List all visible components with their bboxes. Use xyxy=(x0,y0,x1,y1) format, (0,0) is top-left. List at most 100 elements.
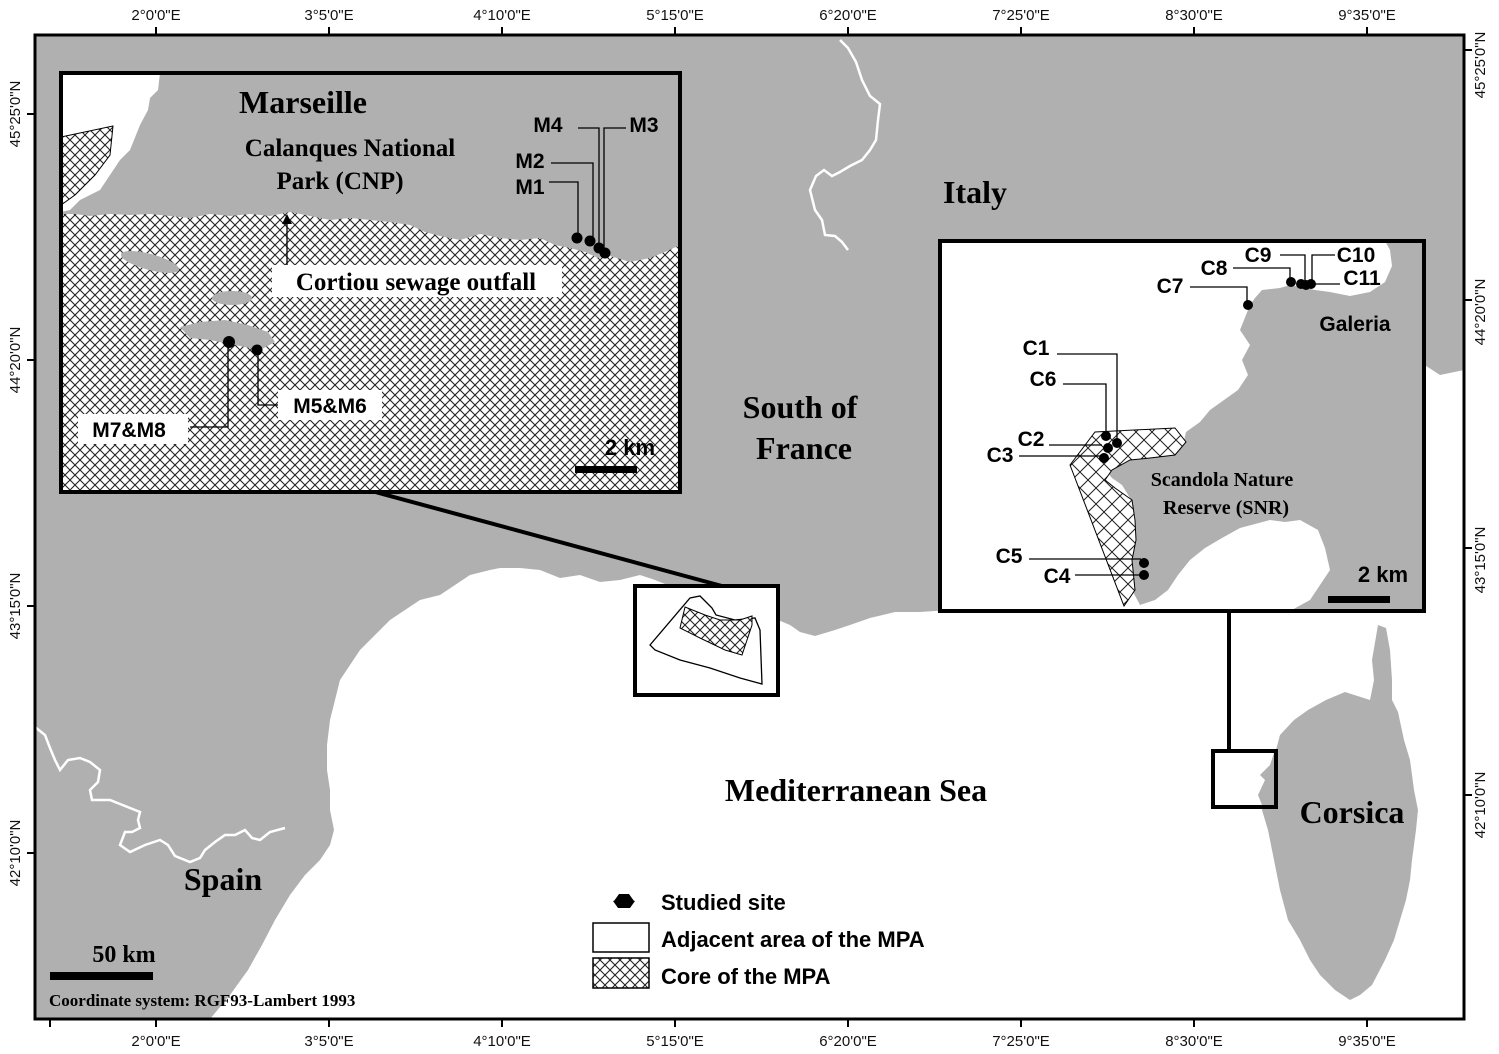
svg-text:3°5'0"E: 3°5'0"E xyxy=(304,7,353,24)
site-c2[interactable] xyxy=(1103,443,1113,453)
label-m2: M2 xyxy=(515,150,544,173)
svg-text:5°15'0"E: 5°15'0"E xyxy=(646,7,704,24)
svg-text:42°10'0"N: 42°10'0"N xyxy=(1472,772,1489,839)
svg-text:6°20'0"E: 6°20'0"E xyxy=(819,1033,877,1050)
svg-text:43°15'0"N: 43°15'0"N xyxy=(7,573,24,640)
label-c6: C6 xyxy=(1030,368,1057,391)
map-frame xyxy=(33,33,1466,1021)
inset-corsica: Galeria Scandola Nature Reserve (SNR) xyxy=(938,239,1426,613)
marseille-leader-line xyxy=(367,488,723,588)
label-corsica: Corsica xyxy=(1300,794,1405,830)
corsica-scale-label: 2 km xyxy=(1358,562,1408,587)
inset-marseille: Marseille Calanques National Park (CNP) … xyxy=(59,71,682,494)
studied-site-hexagon-icon xyxy=(614,894,634,908)
corsica-scale-bar xyxy=(1328,596,1390,603)
site-c4[interactable] xyxy=(1139,570,1149,580)
label-c2: C2 xyxy=(1018,428,1045,451)
label-m1: M1 xyxy=(515,176,544,199)
svg-text:8°30'0"E: 8°30'0"E xyxy=(1165,1033,1223,1050)
svg-text:45°25'0"N: 45°25'0"N xyxy=(7,81,24,148)
site-c7[interactable] xyxy=(1243,300,1253,310)
legend-studied-site: Studied site xyxy=(661,890,786,915)
svg-text:2°0'0"E: 2°0'0"E xyxy=(131,1033,180,1050)
legend: Studied site Adjacent area of the MPA Co… xyxy=(592,890,925,989)
svg-text:43°15'0"N: 43°15'0"N xyxy=(1472,527,1489,594)
island-riou xyxy=(180,320,275,350)
label-c10: C10 xyxy=(1337,244,1376,267)
snr-core xyxy=(1069,427,1187,608)
label-c5: C5 xyxy=(996,545,1023,568)
label-mediterranean-sea: Mediterranean Sea xyxy=(725,772,987,808)
right-axis-labels: 45°25'0"N 44°20'0"N 43°15'0"N 42°10'0"N xyxy=(1472,32,1489,839)
left-axis xyxy=(27,113,35,854)
label-italy: Italy xyxy=(943,174,1007,210)
svg-text:44°20'0"N: 44°20'0"N xyxy=(7,327,24,394)
site-c5[interactable] xyxy=(1139,558,1149,568)
site-m2[interactable] xyxy=(584,235,596,247)
svg-text:42°10'0"N: 42°10'0"N xyxy=(7,820,24,887)
marseille-scale-label: 2 km xyxy=(605,435,655,460)
label-m7-m8: M7&M8 xyxy=(92,419,166,442)
m-site-markers xyxy=(571,232,611,259)
snr-label-1: Scandola Nature xyxy=(1151,469,1294,491)
site-c1[interactable] xyxy=(1112,438,1122,448)
scandola-land xyxy=(1105,241,1424,611)
marseille-title: Marseille xyxy=(239,84,367,120)
site-c6[interactable] xyxy=(1101,431,1111,441)
marseille-land xyxy=(61,73,680,262)
site-c8[interactable] xyxy=(1286,277,1296,287)
main-scale-bar xyxy=(50,972,153,980)
svg-text:9°35'0"E: 9°35'0"E xyxy=(1338,1033,1396,1050)
spain-france-border xyxy=(35,726,286,864)
adjacent-area-swatch xyxy=(592,922,650,953)
cnp-label-2: Park (CNP) xyxy=(276,168,403,195)
site-m5-m6[interactable] xyxy=(251,344,263,356)
island-1 xyxy=(120,251,180,273)
label-c7: C7 xyxy=(1157,275,1184,298)
svg-text:7°25'0"E: 7°25'0"E xyxy=(992,1033,1050,1050)
label-m3: M3 xyxy=(629,114,658,137)
main-scale-label: 50 km xyxy=(92,942,155,968)
label-spain: Spain xyxy=(184,861,262,897)
left-axis-labels: 45°25'0"N 44°20'0"N 43°15'0"N 42°10'0"N xyxy=(7,81,24,887)
bottom-axis-labels: 2°0'0"E 3°5'0"E 4°10'0"E 5°15'0"E 6°20'0… xyxy=(131,1033,1395,1050)
site-c11[interactable] xyxy=(1306,279,1316,289)
island-2 xyxy=(212,291,252,305)
bottom-axis xyxy=(49,1019,1368,1027)
svg-text:2°0'0"E: 2°0'0"E xyxy=(131,7,180,24)
svg-text:8°30'0"E: 8°30'0"E xyxy=(1165,7,1223,24)
label-france: France xyxy=(756,430,852,466)
top-axis-labels: 2°0'0"E 3°5'0"E 4°10'0"E 5°15'0"E 6°20'0… xyxy=(131,7,1395,24)
site-m1[interactable] xyxy=(571,232,583,244)
label-c11: C11 xyxy=(1343,267,1381,290)
corsica-locator-land xyxy=(1258,753,1274,805)
legend-core-mpa: Core of the MPA xyxy=(661,964,831,989)
marseille-locator xyxy=(633,584,780,697)
cnp-label-1: Calanques National xyxy=(245,135,456,162)
svg-text:45°25'0"N: 45°25'0"N xyxy=(1472,32,1489,99)
c-site-markers xyxy=(1099,277,1316,580)
svg-text:3°5'0"E: 3°5'0"E xyxy=(304,1033,353,1050)
svg-text:4°10'0"E: 4°10'0"E xyxy=(473,1033,531,1050)
corsica-land xyxy=(1262,625,1418,1000)
site-c3[interactable] xyxy=(1099,453,1109,463)
label-m5-m6: M5&M6 xyxy=(293,395,367,418)
label-c3: C3 xyxy=(987,444,1014,467)
svg-text:6°20'0"E: 6°20'0"E xyxy=(819,7,877,24)
snr-label-2: Reserve (SNR) xyxy=(1163,497,1289,519)
marseille-scale-bar xyxy=(575,466,637,473)
legend-adjacent-area: Adjacent area of the MPA xyxy=(661,927,925,952)
italy-france-border xyxy=(808,39,882,251)
svg-text:4°10'0"E: 4°10'0"E xyxy=(473,7,531,24)
label-m4: M4 xyxy=(533,114,562,137)
svg-text:7°25'0"E: 7°25'0"E xyxy=(992,7,1050,24)
site-m3[interactable] xyxy=(599,247,611,259)
site-m7-m8[interactable] xyxy=(223,336,235,348)
label-c8: C8 xyxy=(1201,257,1228,280)
top-axis xyxy=(155,27,1368,35)
svg-text:44°20'0"N: 44°20'0"N xyxy=(1472,279,1489,346)
coordinate-system: Coordinate system: RGF93-Lambert 1993 xyxy=(49,991,355,1010)
outfall-arrow-icon xyxy=(282,214,292,224)
label-c4: C4 xyxy=(1044,565,1071,588)
